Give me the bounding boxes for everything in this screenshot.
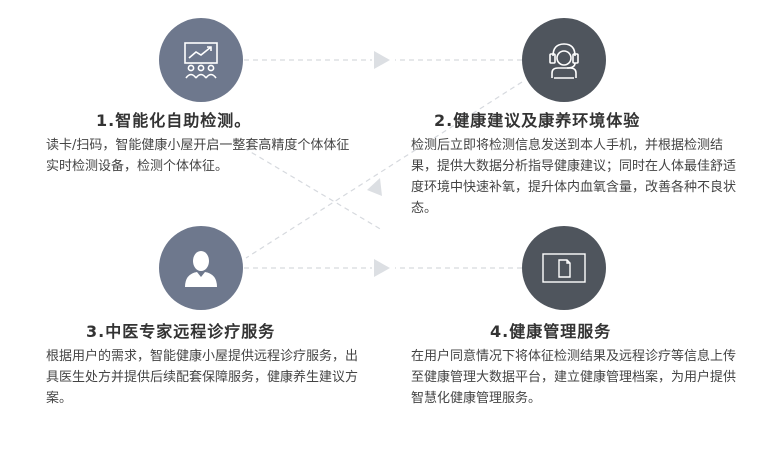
step-4-description: 在用户同意情况下将体征检测结果及远程诊疗等信息上传至健康管理大数据平台，建立健康… [411, 349, 737, 406]
arrow-diagonal [367, 178, 382, 196]
step-4-icon-circle [522, 226, 606, 310]
arrow-right-bottom [374, 259, 390, 277]
person-icon [180, 247, 222, 289]
step-1-title: 1.智能化自助检测。 [96, 111, 252, 130]
chart-people-icon [181, 40, 221, 80]
headset-person-icon [546, 40, 582, 80]
step-2-icon-circle [522, 18, 606, 102]
step-3-description: 根据用户的需求，智能健康小屋提供远程诊疗服务，出具医生处方并提供后续配套保障服务… [46, 349, 359, 406]
step-1-description: 读卡/扫码，智能健康小屋开启一整套高精度个体体征实时检测设备，检测个体体征。 [46, 138, 350, 174]
step-3-title: 3.中医专家远程诊疗服务 [86, 322, 276, 341]
document-icon [541, 250, 587, 286]
step-2-description: 检测后立即将检测信息发送到本人手机，并根据检测结果，提供大数据分析指导健康建议；… [411, 138, 737, 216]
step-3-icon-circle [159, 226, 243, 310]
arrow-right-top [374, 51, 390, 69]
step-4-title: 4.健康管理服务 [490, 322, 612, 341]
step-1-icon-circle [159, 18, 243, 102]
step-2-title: 2.健康建议及康养环境体验 [434, 111, 641, 130]
